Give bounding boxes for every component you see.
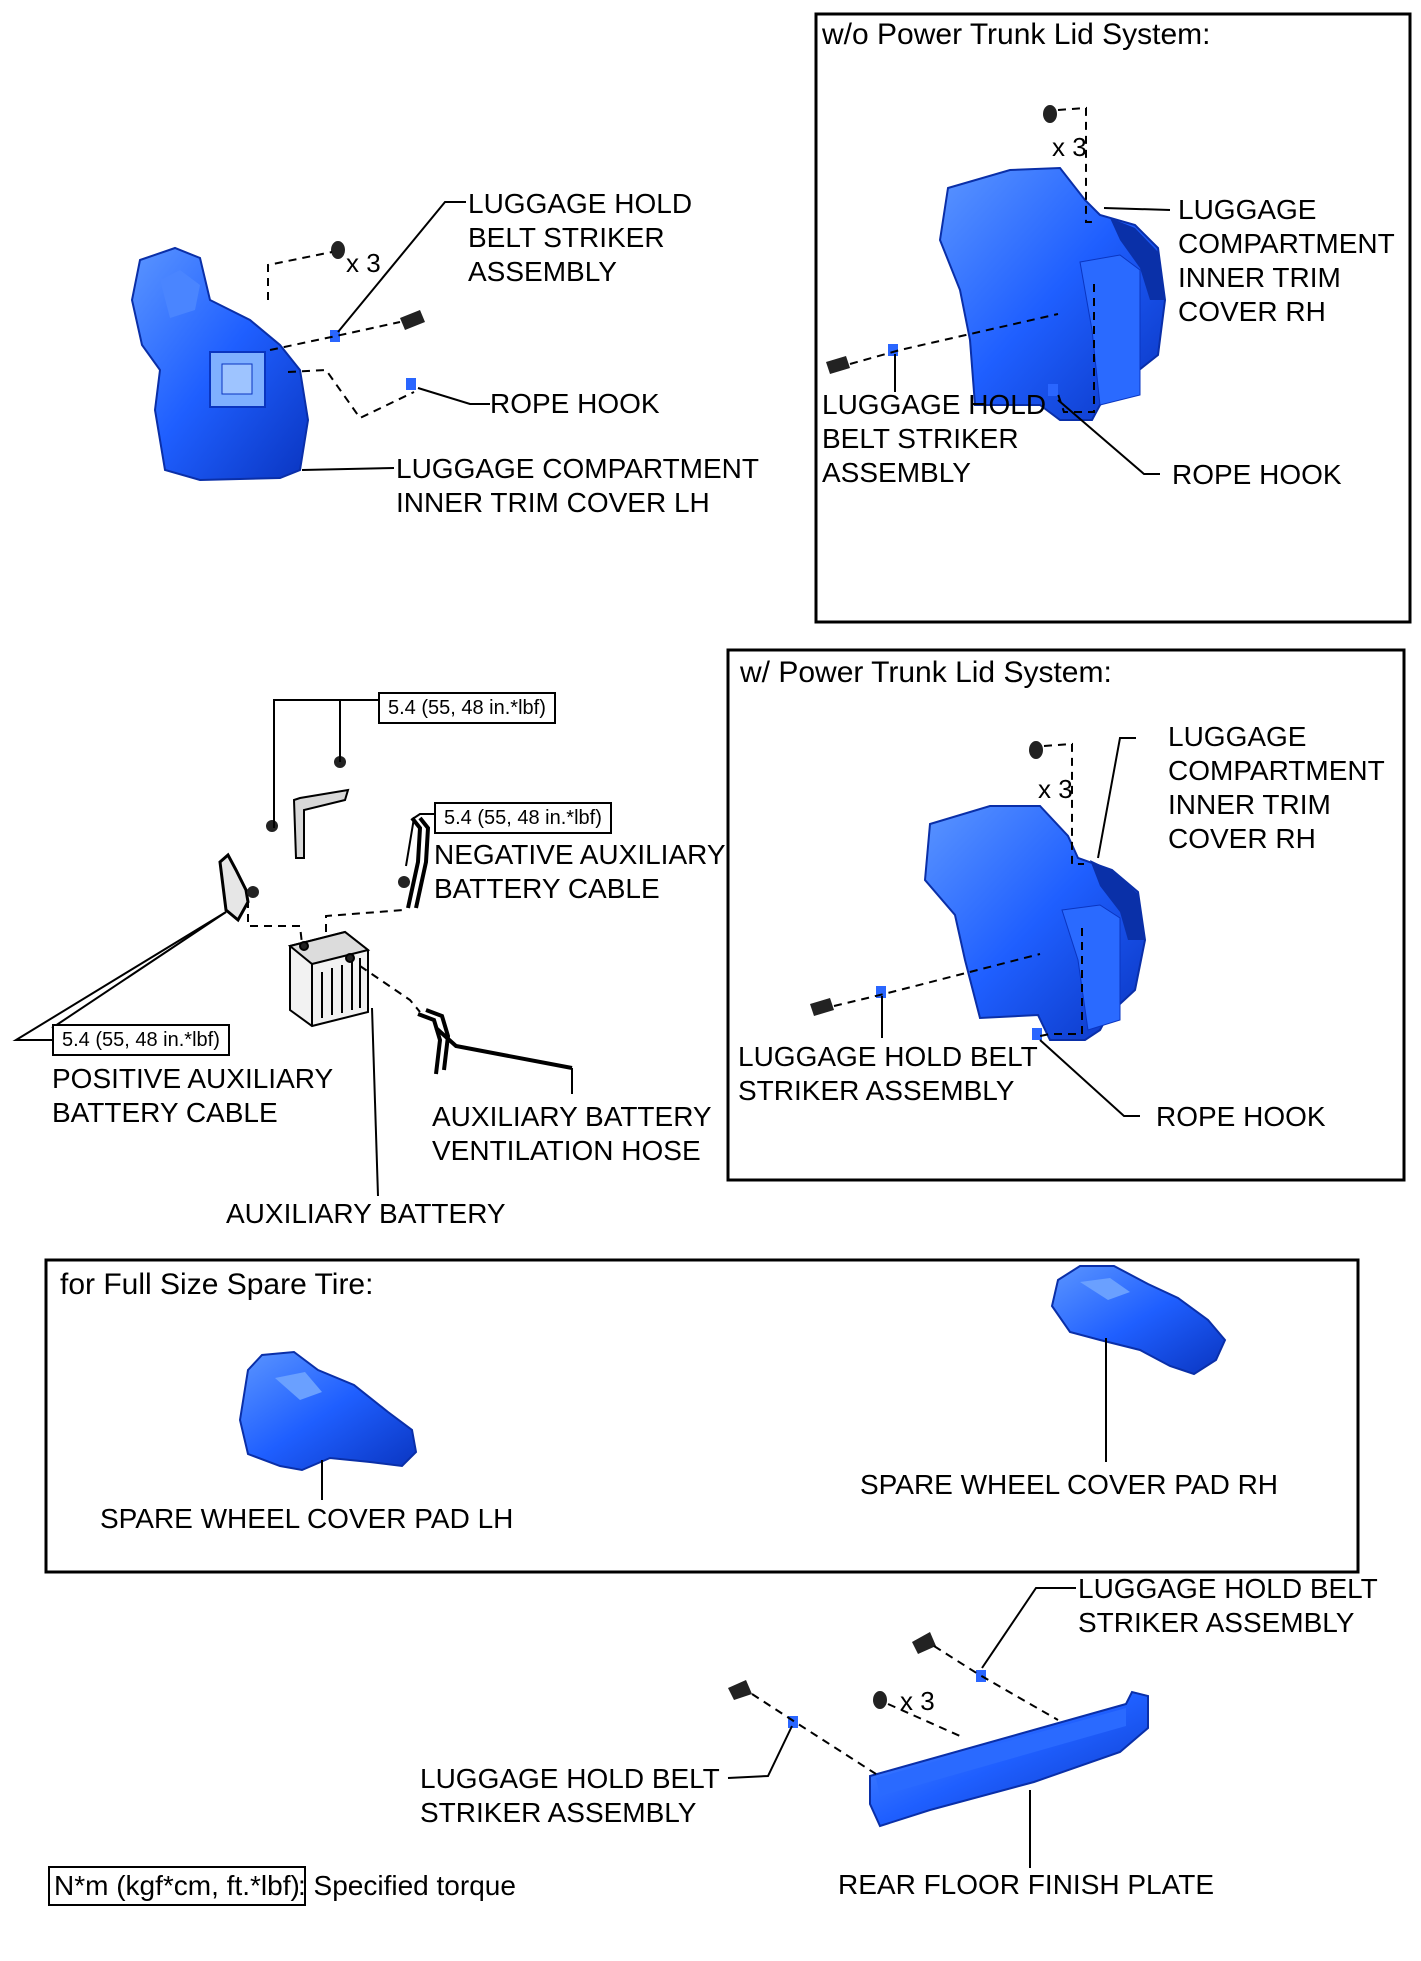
legend-torque-text: : Specified torque: [298, 1870, 516, 1901]
aux-battery-label: AUXILIARY BATTERY: [226, 1198, 506, 1229]
lh-leaders: [301, 201, 490, 471]
spare-rh-part: [1050, 1265, 1227, 1376]
lh-striker-label: LUGGAGE HOLD BELT STRIKER ASSEMBLY: [468, 188, 693, 287]
lh-qty-label: x 3: [346, 248, 381, 278]
floor-leaders: [727, 1587, 1076, 1868]
rh2-clip-part: [1029, 741, 1043, 759]
frame-w-power: [726, 648, 1406, 1182]
rh2-striker-label: LUGGAGE HOLD BELT STRIKER ASSEMBLY: [738, 1041, 1038, 1106]
floor-bolt-r: [912, 1632, 936, 1654]
lh-rope-hook-label: ROPE HOOK: [490, 388, 660, 419]
floor-striker-l-part: [788, 1716, 798, 1728]
floor-qty-label: x 3: [900, 1686, 935, 1716]
rh1-trim-cover-part: [938, 166, 1167, 421]
spare-title: for Full Size Spare Tire:: [60, 1268, 374, 1301]
rh2-trim-cover-part: [923, 805, 1147, 1041]
spare-leaders: [321, 1338, 1107, 1500]
torque-label-positive: 5.4 (55, 48 in.*lbf): [52, 1024, 230, 1056]
legend-torque-key: N*m (kgf*cm, ft.*lbf): [48, 1866, 306, 1906]
vent-hose-part: [417, 1008, 573, 1075]
rh1-rope-hook-label: ROPE HOOK: [1172, 459, 1342, 490]
floor-striker-l-label: LUGGAGE HOLD BELT STRIKER ASSEMBLY: [420, 1763, 720, 1828]
battery-dashed-lines: [247, 900, 421, 1013]
lh-bolt-part: [400, 310, 425, 330]
rh2-rope-hook-label: ROPE HOOK: [1156, 1101, 1326, 1132]
floor-plate-label: REAR FLOOR FINISH PLATE: [838, 1869, 1214, 1900]
lh-trim-label: LUGGAGE COMPARTMENT INNER TRIM COVER LH: [396, 453, 760, 518]
rh1-dashed-lines: [849, 106, 1096, 413]
spare-lh-label: SPARE WHEEL COVER PAD LH: [100, 1503, 514, 1534]
rh2-bolt-part: [810, 998, 834, 1016]
rh1-leaders: [894, 207, 1171, 475]
rh2-striker-part: [876, 986, 886, 998]
lh-rope-hook-part: [406, 378, 416, 390]
rh2-trim-label: LUGGAGE COMPARTMENT INNER TRIM COVER RH: [1168, 721, 1385, 854]
floor-clip-part: [873, 1691, 887, 1709]
battery-bracket-part: [218, 788, 350, 923]
spare-rh-label: SPARE WHEEL COVER PAD RH: [860, 1469, 1279, 1500]
torque-label-negative: 5.4 (55, 48 in.*lbf): [434, 802, 612, 834]
rh2-qty-label: x 3: [1038, 774, 1073, 804]
rh2-rope-hook-part: [1032, 1028, 1042, 1040]
floor-striker-r-label: LUGGAGE HOLD BELT STRIKER ASSEMBLY: [1078, 1573, 1378, 1638]
floor-bolt-l: [728, 1680, 752, 1700]
positive-cable-label: POSITIVE AUXILIARY BATTERY CABLE: [52, 1063, 334, 1128]
rh2-dashed-lines: [833, 742, 1084, 1037]
floor-dashed-lines: [751, 1645, 1059, 1775]
rh1-clip-part: [1043, 105, 1057, 123]
negative-cable-label: NEGATIVE AUXILIARY BATTERY CABLE: [434, 839, 726, 904]
lh-trim-cover-part: [130, 246, 310, 482]
frame-wo-power: [814, 12, 1412, 624]
lh-dashed-lines: [267, 251, 415, 420]
battery-leaders: [12, 699, 573, 1197]
torque-label-bracket: 5.4 (55, 48 in.*lbf): [378, 692, 556, 724]
floor-striker-r-part: [976, 1670, 986, 1682]
lh-striker-part: [330, 330, 340, 342]
bracket-bolt-2: [266, 820, 278, 832]
vent-hose-label: AUXILIARY BATTERY VENTILATION HOSE: [432, 1101, 712, 1166]
rh1-bolt-part: [826, 356, 850, 374]
spare-lh-part: [238, 1350, 418, 1472]
rh2-leaders: [881, 737, 1140, 1117]
rh1-qty-label: x 3: [1052, 132, 1087, 162]
w-power-title: w/ Power Trunk Lid System:: [740, 656, 1112, 689]
rh1-trim-label: LUGGAGE COMPARTMENT INNER TRIM COVER RH: [1178, 194, 1395, 327]
bracket-bolt-3: [247, 886, 259, 898]
frame-spare: [44, 1258, 1360, 1574]
negative-cable-part: [398, 816, 431, 909]
rh1-striker-part: [888, 344, 898, 356]
lh-clip-part: [331, 241, 345, 259]
wo-power-title: w/o Power Trunk Lid System:: [822, 18, 1211, 51]
rear-floor-plate-part: [869, 1690, 1149, 1828]
rh1-rope-hook-part: [1048, 384, 1058, 396]
auxiliary-battery-part: [287, 930, 371, 1028]
rh1-striker-label: LUGGAGE HOLD BELT STRIKER ASSEMBLY: [822, 389, 1047, 488]
